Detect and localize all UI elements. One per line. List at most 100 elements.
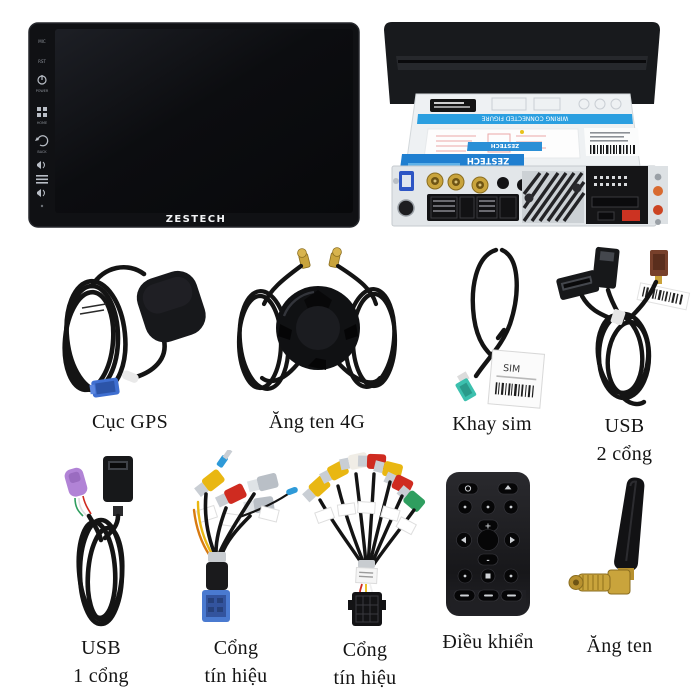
item-remote: + - Điều khiển: [440, 470, 536, 656]
usb1-cable: [76, 513, 125, 627]
aux-plug: [216, 450, 233, 468]
caption-gps: Cục GPS: [91, 411, 168, 433]
screen-panel: [55, 29, 353, 213]
item-gps: Cục GPS: [40, 248, 220, 436]
spec-label-black: [430, 99, 476, 112]
dpad-down-glyph: -: [486, 556, 489, 565]
caption-antenna: Ăng ten: [586, 635, 653, 657]
led-dot: [40, 204, 44, 208]
caption-signal-2: Cổng tín hiệu: [333, 639, 397, 690]
svg-text:ZESTECH: ZESTECH: [491, 142, 520, 148]
usb-1-image: [64, 456, 133, 627]
fan-wire-tags: [314, 500, 417, 536]
sim-box-text: SIM: [503, 363, 521, 375]
round-din-socket: [397, 199, 415, 217]
power-button: [457, 482, 479, 495]
eject-icon: [504, 485, 512, 490]
sleeve-band-2: [358, 560, 375, 568]
io-module: [586, 166, 648, 224]
antenna-4g-disc: [276, 286, 360, 370]
pigtail-wires: [74, 495, 92, 517]
usb-2-image: [556, 246, 691, 407]
gps-antenna-image: [62, 265, 206, 398]
wiring-strip-text: WIRING CONNECTED FIGURE: [481, 115, 568, 122]
antenna-4g-image: [236, 247, 398, 391]
volume-down-button: [477, 553, 499, 566]
usb2-cable: [579, 279, 659, 407]
volume-down-icon: [37, 189, 45, 197]
red-power-socket: [622, 210, 640, 221]
side-button-strip: MIC RST POWER HOME BACK: [35, 39, 49, 208]
usb1-port: [103, 456, 133, 516]
sim-connector: [455, 371, 477, 402]
back-icon: [35, 135, 49, 147]
usb2-wrap-tag: [610, 309, 626, 325]
sma-antenna-sockets: [426, 172, 489, 194]
svg-text:POWER: POWER: [36, 89, 49, 93]
gps-fakra-connector: [89, 377, 120, 398]
svg-text:HOME: HOME: [37, 121, 47, 125]
item-usb-1: USB 1 cổng: [45, 452, 157, 691]
rst-label: RST: [38, 59, 46, 64]
sma-plug-right: [328, 247, 342, 268]
ribbon-connector: [591, 196, 639, 208]
signal2-connector: [348, 592, 386, 626]
gps-puck: [136, 270, 206, 343]
harness-wires: [192, 492, 256, 558]
head-unit-rear-photo: WIRING CONNECTED FIGURE: [372, 16, 672, 231]
chassis-engravings: [491, 97, 622, 111]
stop-icon: [485, 573, 491, 579]
harness-connector-blocks: [427, 194, 519, 221]
head-unit-front-image: MIC RST POWER HOME BACK: [28, 22, 360, 228]
item-usb-2: USB 2 cổng: [552, 244, 697, 469]
signal-2-image: [302, 452, 426, 626]
mic-label: MIC: [38, 39, 46, 44]
sleeve-label: [355, 566, 378, 585]
remote-glyphs: + -: [460, 485, 516, 597]
blue-tip: [286, 486, 298, 496]
caption-antenna-4g: Ăng ten 4G: [268, 411, 366, 433]
sleeve-band: [208, 552, 226, 562]
signal1-connector: [202, 590, 230, 622]
gps-pigtail: [121, 370, 139, 383]
coil-wrap-ties: [79, 303, 107, 315]
caption-usb-2: USB 2 cổng: [596, 415, 653, 466]
heatsink-vent: [522, 171, 586, 223]
rca-fan: [302, 452, 426, 512]
exposed-wires: [359, 583, 373, 593]
usb-port-b: [592, 246, 620, 289]
svg-text:BACK: BACK: [37, 150, 47, 154]
remote-image: + -: [446, 472, 530, 616]
wiring-strip-label: WIRING CONNECTED FIGURE: [417, 114, 633, 124]
usb2-barcode-tag: [636, 282, 691, 311]
item-signal-2: Cổng tín hiệu: [294, 448, 436, 693]
item-signal-1: Cổng tín hiệu: [170, 450, 302, 691]
item-antenna: Ăng ten: [562, 470, 677, 660]
caption-sim-tray: Khay sim: [452, 413, 532, 435]
prev-icon: [461, 536, 466, 544]
sim-tray-box: SIM: [487, 349, 546, 409]
antenna-image: [568, 477, 645, 595]
purple-connector: [64, 467, 88, 497]
rca-yellow: [194, 469, 225, 498]
usb-port-a: [556, 270, 600, 300]
caption-signal-1: Cổng tín hiệu: [204, 637, 268, 688]
fakra-gps-socket: [393, 171, 414, 191]
ok-button: [477, 529, 499, 551]
front-brand-logo: ZESTECH: [166, 214, 226, 225]
dpad-up-glyph: +: [485, 522, 492, 531]
head-unit-front-photo: MIC RST POWER HOME BACK: [28, 22, 360, 228]
svg-text:ZESTECH: ZESTECH: [467, 156, 509, 166]
caption-usb-1: USB 1 cổng: [73, 637, 129, 688]
braid: [206, 562, 228, 590]
power-icon: [37, 75, 47, 85]
caption-remote: Điều khiển: [442, 631, 534, 653]
signal-1-image: [192, 450, 298, 622]
rca-silver-1: [246, 473, 279, 493]
antenna-stub: [614, 477, 645, 572]
item-antenna-4g: Ăng ten 4G: [222, 246, 412, 436]
head-unit-rear-image: WIRING CONNECTED FIGURE: [384, 22, 668, 227]
volume-bars-icon: [36, 175, 48, 184]
sim-cable: [470, 247, 519, 379]
